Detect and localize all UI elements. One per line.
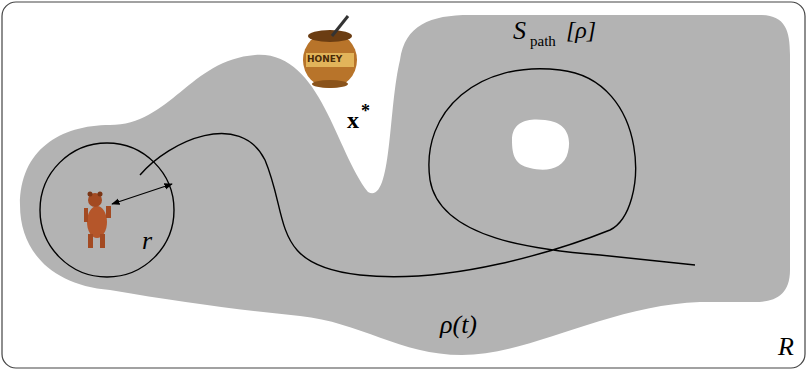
- trajectory-curve: [140, 69, 695, 277]
- set-subscript: path: [530, 34, 556, 49]
- set-symbol: S: [513, 18, 526, 44]
- path-neighbourhood: [20, 15, 790, 355]
- radius-arrow: [112, 184, 172, 204]
- region-label: R: [778, 334, 794, 360]
- honey-pot: [303, 16, 357, 88]
- radius-label: r: [142, 228, 152, 254]
- bear-figure: [84, 192, 111, 249]
- target-superscript: *: [361, 102, 370, 120]
- path-label: ρ(t): [440, 312, 477, 338]
- set-argument: [ρ]: [566, 18, 596, 42]
- pot-label: HONEY: [307, 55, 342, 64]
- target-symbol: x: [347, 108, 359, 132]
- sensing-circle: [40, 143, 174, 277]
